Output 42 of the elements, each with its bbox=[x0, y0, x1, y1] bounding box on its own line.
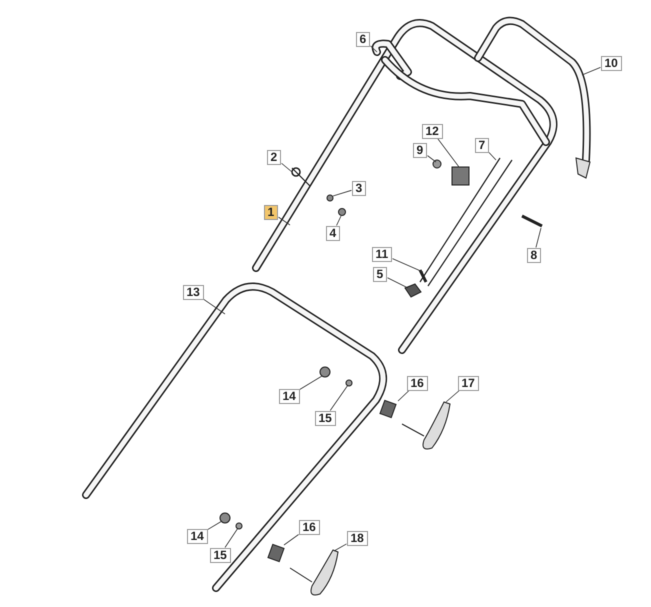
leader-line bbox=[387, 277, 408, 288]
leader-line bbox=[332, 190, 352, 196]
callout-number: 15 bbox=[210, 548, 231, 562]
leader-line bbox=[392, 258, 424, 272]
callout-number: 3 bbox=[352, 180, 366, 196]
leader-line bbox=[207, 520, 222, 530]
callout-number: 1 bbox=[264, 204, 278, 220]
callout-number: 2 bbox=[266, 150, 282, 164]
callout-number: 8 bbox=[526, 248, 542, 262]
callout-number: 14 bbox=[186, 528, 208, 544]
callout-number: 11 bbox=[372, 246, 392, 262]
leader-line bbox=[336, 216, 342, 226]
leader-line bbox=[446, 390, 460, 402]
callout-number: 12 bbox=[422, 124, 443, 138]
callout-number: 10 bbox=[600, 56, 622, 70]
leader-line bbox=[203, 298, 226, 314]
leader-line bbox=[299, 376, 322, 390]
callout-number: 5 bbox=[372, 266, 388, 282]
callout-number: 18 bbox=[346, 530, 368, 546]
callout-number: 17 bbox=[458, 376, 479, 390]
leader-line bbox=[284, 534, 299, 546]
callout-number: 16 bbox=[298, 520, 320, 534]
leader-line bbox=[488, 152, 496, 160]
leader-line bbox=[536, 228, 542, 248]
leader-line bbox=[582, 66, 601, 76]
callout-number: 16 bbox=[406, 376, 428, 390]
callout-number: 6 bbox=[356, 32, 370, 46]
leader-line bbox=[281, 162, 292, 172]
callout-number: 14 bbox=[278, 388, 300, 404]
callout-number: 4 bbox=[326, 226, 340, 240]
callout-number: 9 bbox=[412, 142, 428, 158]
leader-line bbox=[278, 216, 290, 226]
leader-line bbox=[437, 138, 460, 168]
leader-line bbox=[427, 155, 436, 162]
leader-line bbox=[334, 544, 347, 552]
callout-number: 7 bbox=[474, 138, 490, 152]
leader-line bbox=[398, 390, 410, 402]
leader-line bbox=[370, 46, 378, 52]
callout-number: 15 bbox=[314, 410, 336, 426]
callout-number: 13 bbox=[182, 284, 204, 300]
leader-line bbox=[224, 528, 238, 548]
leader-line bbox=[330, 384, 348, 411]
